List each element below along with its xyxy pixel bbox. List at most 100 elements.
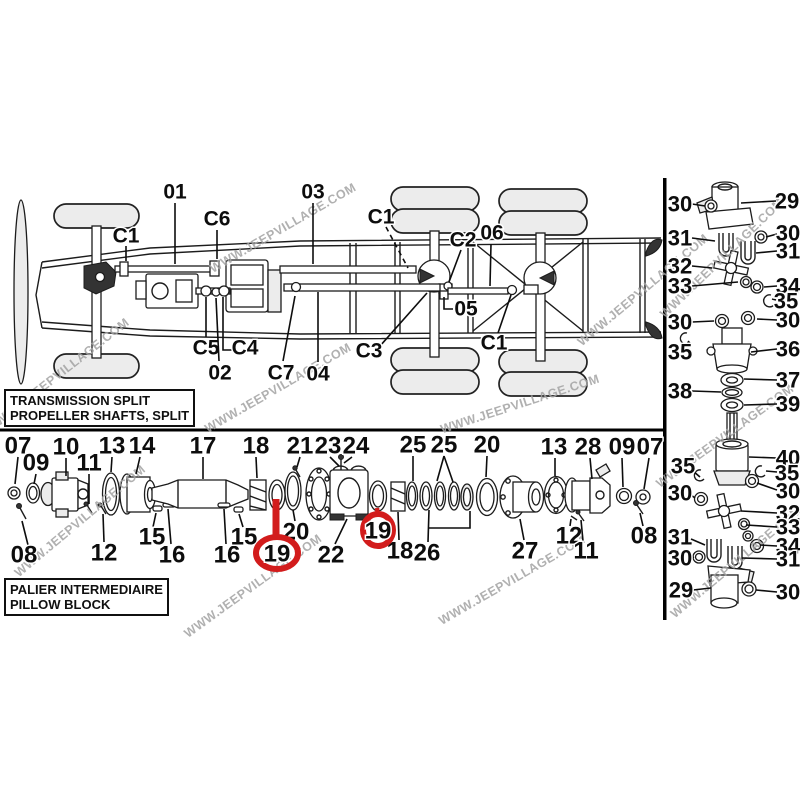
mid-leader-11 [580, 519, 584, 542]
right-callout-30: 30 [776, 580, 800, 605]
joint-c1-rear [506, 284, 518, 296]
right-leader-38 [691, 390, 722, 393]
mid-leader-20 [292, 509, 296, 522]
mid-leader-13 [110, 456, 113, 473]
mid-callout-15: 15 [139, 524, 166, 551]
caption-line: TRANSMISSION SPLIT [10, 393, 151, 408]
right-leader-30 [765, 233, 778, 238]
top-leader-C4 [222, 297, 233, 351]
right-leader-32 [740, 510, 778, 514]
mid-callout-19-highlighted: 19 [264, 541, 291, 568]
right-callout-35: 35 [774, 289, 798, 314]
right-leader-31 [755, 250, 778, 254]
front-bumper-blade [13, 199, 29, 385]
spider-32 [705, 492, 743, 530]
mid-callout-21: 21 [287, 433, 314, 460]
bearing-18 [390, 481, 406, 512]
right-callout-37: 37 [776, 368, 800, 393]
joint-c1-front [119, 261, 129, 277]
right-leader-35 [765, 470, 778, 473]
u-bolt-31 [718, 233, 734, 257]
mid-callout-18: 18 [387, 538, 414, 565]
bolt-12 [100, 505, 107, 515]
mid-leader-12 [569, 518, 572, 527]
wheels [53, 186, 588, 397]
rear2-tire [498, 371, 588, 397]
top-callout-02: 02 [208, 362, 231, 385]
mid-leader-14 [135, 456, 141, 475]
mid-leader-09 [621, 457, 624, 488]
right-callout-33: 33 [776, 515, 800, 540]
top-leader-C3 [379, 292, 428, 347]
bolt-11 [86, 504, 93, 514]
right-callout-31: 31 [776, 239, 800, 264]
right-callout-38: 38 [668, 379, 692, 404]
right-leader-37 [743, 378, 778, 381]
top-callout-C1: C1 [113, 225, 140, 248]
right-leader-30 [756, 318, 778, 321]
top-callout-C6: C6 [204, 208, 231, 231]
right-callout-30: 30 [668, 546, 692, 571]
top-callout-05: 05 [454, 298, 478, 321]
mid-leader-25 [443, 455, 454, 483]
mid-callout-07: 07 [5, 433, 32, 460]
right-leader-30 [690, 556, 695, 559]
right-callout-33: 33 [668, 274, 692, 299]
mid-leader-21 [296, 456, 301, 468]
mid-leader-18 [255, 456, 258, 479]
key-15 [152, 505, 163, 512]
right-callout-30: 30 [776, 479, 800, 504]
powertrain [114, 259, 518, 313]
mid-leader-18 [397, 511, 400, 541]
u-bolt-31 [706, 539, 722, 563]
rear-hook-top [645, 238, 663, 257]
rear2-tire [498, 188, 588, 214]
watermark-text: WWW.JEEPVILLAGE.COM [202, 340, 353, 435]
snap-ring-35 [693, 469, 705, 482]
right-callout-31: 31 [776, 547, 800, 572]
mid-leader-07 [14, 456, 19, 485]
right-leader-34 [763, 285, 778, 288]
right-callout-29: 29 [775, 189, 799, 214]
right-leader-29 [692, 587, 712, 591]
right-callout-34: 34 [776, 534, 800, 559]
mid-callout-16: 16 [214, 542, 241, 569]
vertical-divider [663, 178, 667, 620]
knuckle-exploded [679, 181, 775, 609]
top-leader-C1 [385, 226, 409, 269]
right-leader-30 [691, 320, 715, 323]
mid-callout-14: 14 [129, 433, 156, 460]
right-callout-31: 31 [668, 525, 692, 550]
right-leader-39 [743, 403, 778, 406]
mid-callout-17: 17 [190, 433, 217, 460]
mid-callout-07: 07 [637, 434, 664, 461]
mid-leader-15 [238, 513, 244, 528]
right-callout-30: 30 [668, 192, 692, 217]
right-callout-40: 40 [776, 446, 800, 471]
mid-callout-28: 28 [575, 434, 602, 461]
caption-line: PALIER INTERMEDIAIRE [10, 582, 163, 597]
right-leader-31 [690, 538, 706, 546]
mid-leader-15 [152, 512, 157, 528]
right-callout-32: 32 [776, 501, 800, 526]
u-bolt-31 [740, 241, 756, 265]
mid-leader-07 [643, 457, 650, 490]
mid-callout-19-highlighted: 19 [365, 518, 392, 545]
propeller-shaft-04 [283, 283, 441, 292]
top-leader-C1 [497, 294, 512, 334]
bolt-08 [19, 507, 27, 520]
mid-leader-12 [102, 513, 105, 543]
right-leader-32 [691, 265, 713, 269]
mid-callout-13: 13 [99, 433, 126, 460]
top-callout-C4: C4 [232, 337, 259, 360]
caption-pillow-block: PALIER INTERMEDIAIRE PILLOW BLOCK [4, 578, 169, 616]
right-callout-30: 30 [776, 308, 800, 333]
mid-callout-12: 12 [556, 523, 583, 550]
right-callout-32: 32 [668, 254, 692, 279]
mid-leader-20 [485, 455, 488, 478]
highlight-circle [253, 534, 301, 572]
